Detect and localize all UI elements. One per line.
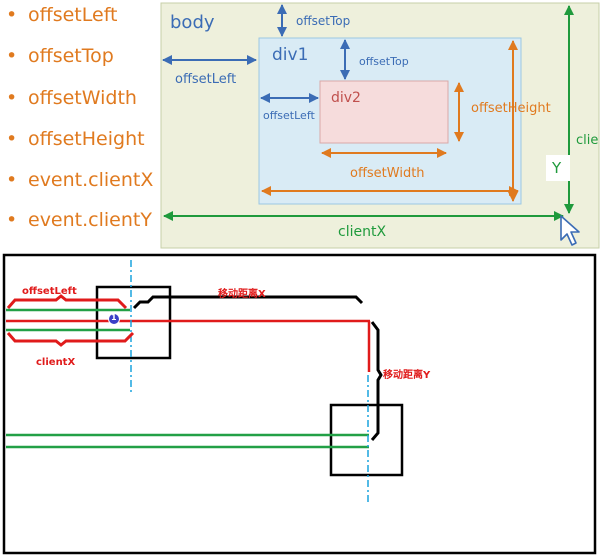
- div1-label: div1: [272, 45, 309, 65]
- property-offsetTop: offsetTop: [28, 45, 114, 67]
- offsetLeft-inner-label: offsetLeft: [263, 109, 315, 122]
- body-label: body: [170, 12, 215, 33]
- top-diagram-graphic: [160, 2, 600, 249]
- property-offsetHeight: offsetHeight: [28, 128, 145, 150]
- mouse-cursor-icon: [560, 215, 580, 246]
- move-x-label: 移动距离X: [218, 289, 266, 300]
- element-box-start: [95, 285, 172, 360]
- property-list-item: •offsetLeft: [6, 4, 118, 26]
- offsetTop-inner-label: offsetTop: [359, 55, 409, 68]
- offsetLeft-bottom-label: offsetLeft: [22, 286, 77, 297]
- offsetWidth-label: offsetWidth: [350, 166, 425, 181]
- move-y-brace: [370, 321, 383, 441]
- property-event-clientX: event.clientX: [28, 169, 154, 191]
- div2-label: div2: [331, 90, 361, 106]
- clientX-label: clientX: [338, 224, 387, 240]
- clientX-bottom-label: clientX: [36, 357, 76, 368]
- offsetTop-outer-label: offsetTop: [296, 14, 351, 28]
- y-label-box: [546, 155, 570, 181]
- div2-box: [319, 80, 449, 144]
- bottom-frame: [2, 253, 597, 555]
- move-y-label: 移动距离Y: [383, 370, 431, 381]
- clientX-brace: [6, 331, 135, 347]
- property-offsetLeft: offsetLeft: [28, 4, 118, 26]
- move-x-brace: [132, 295, 364, 310]
- property-list-item: •offsetHeight: [6, 128, 145, 150]
- property-list-item: •offsetWidth: [6, 87, 137, 109]
- property-event-clientY: event.clientY: [28, 209, 152, 231]
- property-list-item: •event.clientY: [6, 209, 152, 231]
- offsetLeft-brace: [6, 294, 128, 310]
- element-box-end: [329, 403, 404, 477]
- offsetHeight-label: offsetHeight: [471, 101, 551, 116]
- offsetLeft-outer-label: offsetLeft: [175, 72, 237, 87]
- property-list-item: •event.clientX: [6, 169, 154, 191]
- marker-circle: [108, 313, 120, 325]
- property-offsetWidth: offsetWidth: [28, 87, 137, 109]
- clientY-partial-label: clie: [576, 133, 599, 148]
- property-list-item: •offsetTop: [6, 45, 114, 67]
- bottom-diagram-graphic: [2, 253, 597, 555]
- marker-number: 1: [111, 313, 117, 322]
- y-label: Y: [552, 159, 562, 177]
